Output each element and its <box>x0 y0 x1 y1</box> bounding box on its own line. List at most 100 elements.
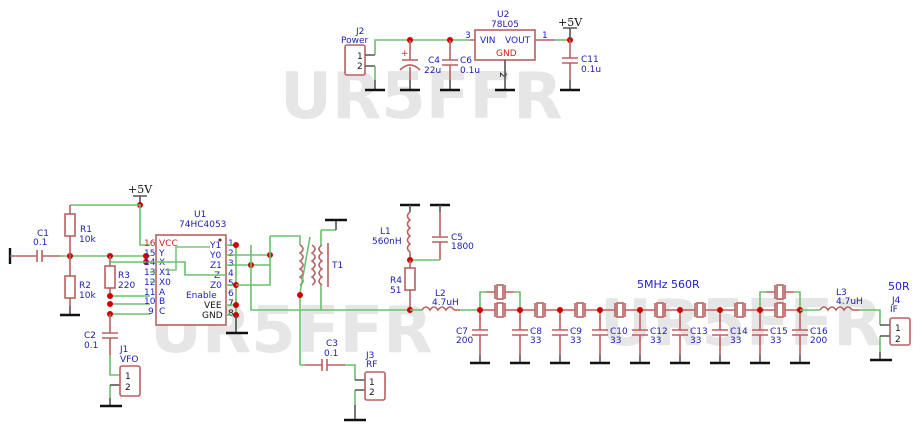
svg-text:X0: X0 <box>159 278 171 288</box>
cap-c8[interactable] <box>512 310 528 355</box>
l1-ref: L1 <box>380 227 391 237</box>
r3-resistor[interactable] <box>104 265 116 289</box>
j1-connector[interactable] <box>119 365 141 397</box>
cap-ref: C7 <box>456 327 468 337</box>
cap-ref: C14 <box>730 327 748 337</box>
crystal-x6[interactable] <box>696 302 704 318</box>
l1-value: 560nH <box>372 237 402 247</box>
cap-ref: C9 <box>570 327 582 337</box>
cap-c10[interactable] <box>592 310 608 355</box>
crystal-parallel-2[interactable] <box>776 284 784 300</box>
j2-pin2: 2 <box>357 62 363 72</box>
svg-text:3: 3 <box>228 259 234 269</box>
cap-c12[interactable] <box>632 310 648 355</box>
c2-value: 0.1 <box>84 341 98 351</box>
svg-text:+: + <box>401 49 409 59</box>
cap-value: 200 <box>456 336 473 346</box>
svg-text:Z0: Z0 <box>210 281 222 291</box>
watermark-right: UR5FFR <box>600 287 883 361</box>
cap-value: 33 <box>770 336 781 346</box>
l2-ref: L2 <box>435 289 446 299</box>
r4-resistor[interactable] <box>404 267 416 291</box>
j3-connector[interactable] <box>364 371 386 401</box>
svg-text:1: 1 <box>369 378 375 388</box>
watermark-top: UR5FFR <box>280 60 563 134</box>
svg-text:2: 2 <box>228 249 234 259</box>
cap-c15[interactable] <box>752 310 768 355</box>
j4-connector[interactable] <box>889 317 911 346</box>
r2-ref: R2 <box>79 281 91 291</box>
r3-ref: R3 <box>118 271 130 281</box>
crystal-x7[interactable] <box>736 302 744 318</box>
vcc-label-top: +5V <box>558 16 583 29</box>
svg-text:VCC: VCC <box>159 239 178 249</box>
svg-text:X1: X1 <box>159 268 171 278</box>
matching-network: L1 560nH C5 1800 R4 51 L2 4.7uH <box>372 203 480 313</box>
svg-text:Y1: Y1 <box>209 241 221 251</box>
u1-value: 74HC4053 <box>179 220 226 230</box>
svg-text:Z1: Z1 <box>210 261 222 271</box>
c5-ref: C5 <box>451 233 463 243</box>
cap-c14[interactable] <box>712 310 728 355</box>
svg-text:1: 1 <box>228 239 234 249</box>
cap-c13[interactable] <box>672 310 688 355</box>
c1-ref: C1 <box>37 229 49 239</box>
j2-pin1: 1 <box>357 52 363 62</box>
junction <box>517 307 523 313</box>
r1-value: 10k <box>79 235 96 245</box>
c3-value: 0.1 <box>324 349 338 359</box>
crystal-x1[interactable] <box>496 302 504 318</box>
cap-c16[interactable] <box>792 310 808 355</box>
svg-text:11: 11 <box>144 288 155 298</box>
j4-ref: J4 <box>891 296 901 306</box>
cap-value: 33 <box>610 336 621 346</box>
t1-transformer[interactable] <box>298 236 329 294</box>
crystal-parallel-1[interactable] <box>496 284 504 300</box>
cap-ref: C15 <box>770 327 788 337</box>
crystal-x4[interactable] <box>616 302 624 318</box>
r2-value: 10k <box>79 291 96 301</box>
crystal-x8[interactable] <box>776 302 784 318</box>
crystal-x2[interactable] <box>536 302 544 318</box>
svg-text:1: 1 <box>125 372 131 382</box>
cap-ref: C12 <box>650 327 668 337</box>
j2-ref: J2 <box>355 27 364 37</box>
svg-text:9: 9 <box>148 307 154 317</box>
u1-ic[interactable] <box>155 234 227 326</box>
c6-ref: C6 <box>460 56 472 66</box>
cap-c9[interactable] <box>552 310 568 355</box>
l2-value: 4.7uH <box>432 298 459 308</box>
cap-c7[interactable] <box>472 310 488 355</box>
junction <box>477 307 483 313</box>
j4-value: IF <box>890 305 898 315</box>
svg-text:Enable: Enable <box>186 291 217 301</box>
junction <box>557 307 563 313</box>
j2-value: Power <box>341 36 369 46</box>
c2-ref: C2 <box>84 331 96 341</box>
svg-text:Y: Y <box>158 249 165 259</box>
crystal-x5[interactable] <box>656 302 664 318</box>
c11-value: 0.1u <box>581 65 601 75</box>
junction <box>597 307 603 313</box>
l3-value: 4.7uH <box>836 297 863 307</box>
svg-text:12: 12 <box>144 278 155 288</box>
r1-resistor[interactable] <box>64 213 76 237</box>
u1-left-pins: 16 VCC 15 Y 14 X 13 X1 12 X0 11 A 10 B 9… <box>144 239 178 317</box>
crystal-x3[interactable] <box>576 302 584 318</box>
svg-text:1: 1 <box>895 324 901 334</box>
filter-title: 5MHz 560R <box>637 278 700 291</box>
cap-value: 33 <box>570 336 581 346</box>
svg-text:VOUT: VOUT <box>505 36 531 46</box>
svg-text:GND: GND <box>496 49 517 59</box>
cap-value: 33 <box>730 336 741 346</box>
svg-text:A: A <box>159 288 166 298</box>
j2-connector[interactable] <box>344 44 366 76</box>
cap-value: 33 <box>650 336 661 346</box>
cap-value: 200 <box>810 336 827 346</box>
u1-right-pins: Y1 1 Y0 2 Z1 3 Z 4 Z0 5 Enable 6 VEE 7 G… <box>186 239 234 321</box>
u1-ref: U1 <box>194 210 206 220</box>
r2-resistor[interactable] <box>64 275 76 299</box>
svg-text:3: 3 <box>465 31 471 41</box>
cap-value: 33 <box>690 336 701 346</box>
